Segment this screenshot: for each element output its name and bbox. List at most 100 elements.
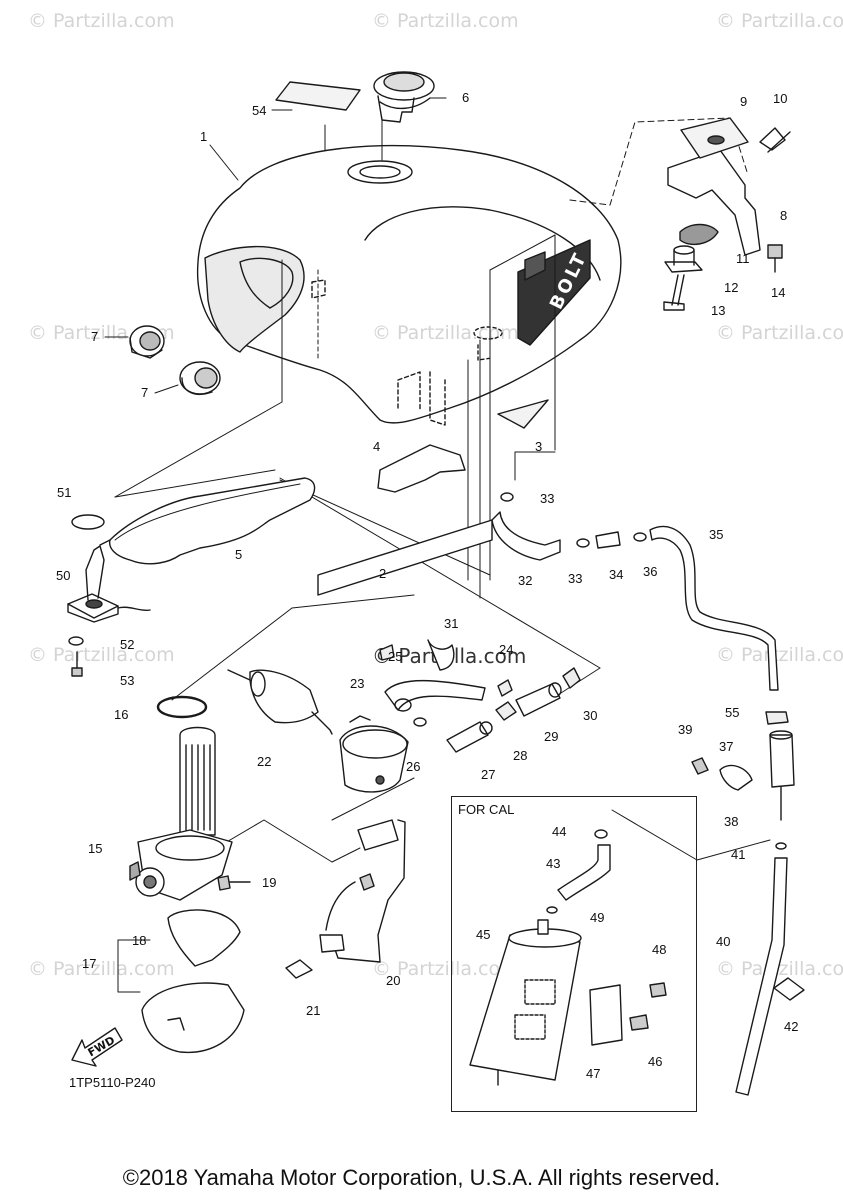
callout-6: 6 — [462, 90, 470, 105]
callout-36: 36 — [643, 564, 658, 579]
callout-3: 3 — [535, 439, 543, 454]
washer-52 — [68, 636, 84, 646]
callout-20: 20 — [386, 973, 401, 988]
clip-42 — [773, 977, 805, 1001]
callout-31: 31 — [444, 616, 459, 631]
watermark: © Partzilla.com — [716, 644, 843, 666]
callout-40: 40 — [716, 934, 731, 949]
copyright: ©2018 Yamaha Motor Corporation, U.S.A. A… — [122, 1165, 721, 1190]
watermark: © Partzilla.com — [372, 958, 519, 980]
callout-38: 38 — [724, 814, 739, 829]
pad-3 — [497, 399, 549, 429]
bolt-53 — [71, 651, 83, 677]
watermark: © Partzilla.com — [372, 10, 519, 32]
callout-21: 21 — [306, 1003, 321, 1018]
callout-10: 10 — [773, 91, 788, 106]
clip-41 — [775, 842, 787, 850]
callout-41: 41 — [731, 847, 746, 862]
clamp-28 — [495, 701, 517, 721]
callout-51: 51 — [57, 485, 72, 500]
cover-18 — [167, 909, 241, 967]
callout-52: 52 — [120, 637, 135, 652]
callout-49: 49 — [590, 910, 605, 925]
hose-29 — [515, 682, 562, 717]
fuel-tank — [196, 144, 622, 426]
callout-46: 46 — [648, 1054, 663, 1069]
callout-18: 18 — [132, 933, 147, 948]
callout-17: 17 — [82, 956, 97, 971]
watermark: © Partzilla.com — [28, 958, 175, 980]
gasket-16 — [156, 695, 208, 719]
for-cal-label: FOR CAL — [458, 802, 515, 817]
tank-bracket — [663, 117, 791, 311]
callout-29: 29 — [544, 729, 559, 744]
callout-14: 14 — [771, 285, 786, 300]
tank-nut-cap — [179, 361, 221, 396]
side-cover-5 — [108, 477, 316, 565]
callout-45: 45 — [476, 927, 491, 942]
hose-32 — [491, 511, 561, 561]
callout-47: 47 — [586, 1066, 601, 1081]
callout-4: 4 — [373, 439, 381, 454]
for-cal-box — [451, 796, 697, 1112]
callout-42: 42 — [784, 1019, 799, 1034]
callout-24: 24 — [499, 642, 514, 657]
callout-19: 19 — [262, 875, 277, 890]
bracket-47 — [589, 984, 623, 1046]
callout-35: 35 — [709, 527, 724, 542]
fuel-pump-15 — [129, 726, 233, 901]
callout-12: 12 — [724, 280, 739, 295]
clip-36 — [633, 532, 647, 542]
clamp-31 — [427, 639, 455, 671]
callout-48: 48 — [652, 942, 667, 957]
fwd-arrow — [71, 1027, 123, 1067]
watermark: © Partzilla.com — [716, 10, 843, 32]
callout-25: 25 — [388, 649, 403, 664]
decal-54 — [275, 81, 361, 111]
clip-21 — [285, 959, 313, 979]
callout-11: 11 — [736, 251, 750, 266]
bolt-19 — [217, 875, 251, 891]
fuel-hose-25 — [384, 679, 486, 712]
callout-43: 43 — [546, 856, 561, 871]
clip-55 — [765, 711, 789, 725]
callout-37: 37 — [719, 739, 734, 754]
clip-49 — [546, 906, 558, 914]
watermark: © Partzilla.com — [716, 958, 843, 980]
callout-33: 33 — [540, 491, 555, 506]
callout-16: 16 — [114, 707, 129, 722]
cover-17 — [141, 982, 245, 1054]
clip-26 — [413, 717, 427, 727]
callout-2: 2 — [379, 566, 387, 581]
bolt-48 — [649, 982, 667, 998]
watermark: © Partzilla.com — [28, 644, 175, 666]
callout-1: 1 — [200, 129, 208, 144]
clamp-30 — [562, 667, 581, 689]
fuel-hose-27 — [446, 721, 493, 753]
bolt-46 — [629, 1014, 649, 1031]
callout-13: 13 — [711, 303, 726, 318]
callout-32: 32 — [518, 573, 533, 588]
callout-34: 34 — [609, 567, 624, 582]
callout-22: 22 — [257, 754, 272, 769]
canister-45 — [469, 919, 582, 1086]
hose-40 — [735, 857, 788, 1096]
fuel-sender-50 — [67, 545, 151, 623]
damper-4 — [377, 444, 466, 493]
watermark: © Partzilla.com — [28, 10, 175, 32]
callout-33: 33 — [568, 571, 583, 586]
callout-53: 53 — [120, 673, 135, 688]
callout-55: 55 — [725, 705, 740, 720]
callout-7: 7 — [91, 329, 99, 344]
fuel-cap — [373, 71, 435, 123]
callout-54: 54 — [252, 103, 267, 118]
callout-28: 28 — [513, 748, 528, 763]
fuel-line-20 — [319, 819, 406, 963]
clip-33b — [576, 538, 590, 548]
clamp-38 — [719, 764, 753, 791]
o-ring-51 — [71, 514, 105, 530]
callout-26: 26 — [406, 759, 421, 774]
clamp-24 — [497, 679, 513, 697]
clip-44 — [594, 829, 608, 839]
